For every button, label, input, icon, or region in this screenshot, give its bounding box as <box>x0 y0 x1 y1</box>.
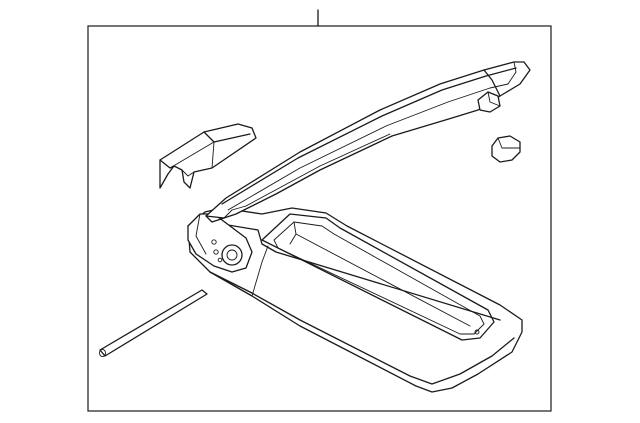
hinge-cover <box>159 123 257 189</box>
frame <box>87 25 552 412</box>
armrest-lid <box>205 61 531 223</box>
hinge-bracket <box>187 213 253 273</box>
lid-hinge-stop <box>477 91 501 113</box>
rubber-bumper <box>491 135 521 163</box>
console-box <box>187 207 523 393</box>
hinge-pin <box>99 289 208 358</box>
